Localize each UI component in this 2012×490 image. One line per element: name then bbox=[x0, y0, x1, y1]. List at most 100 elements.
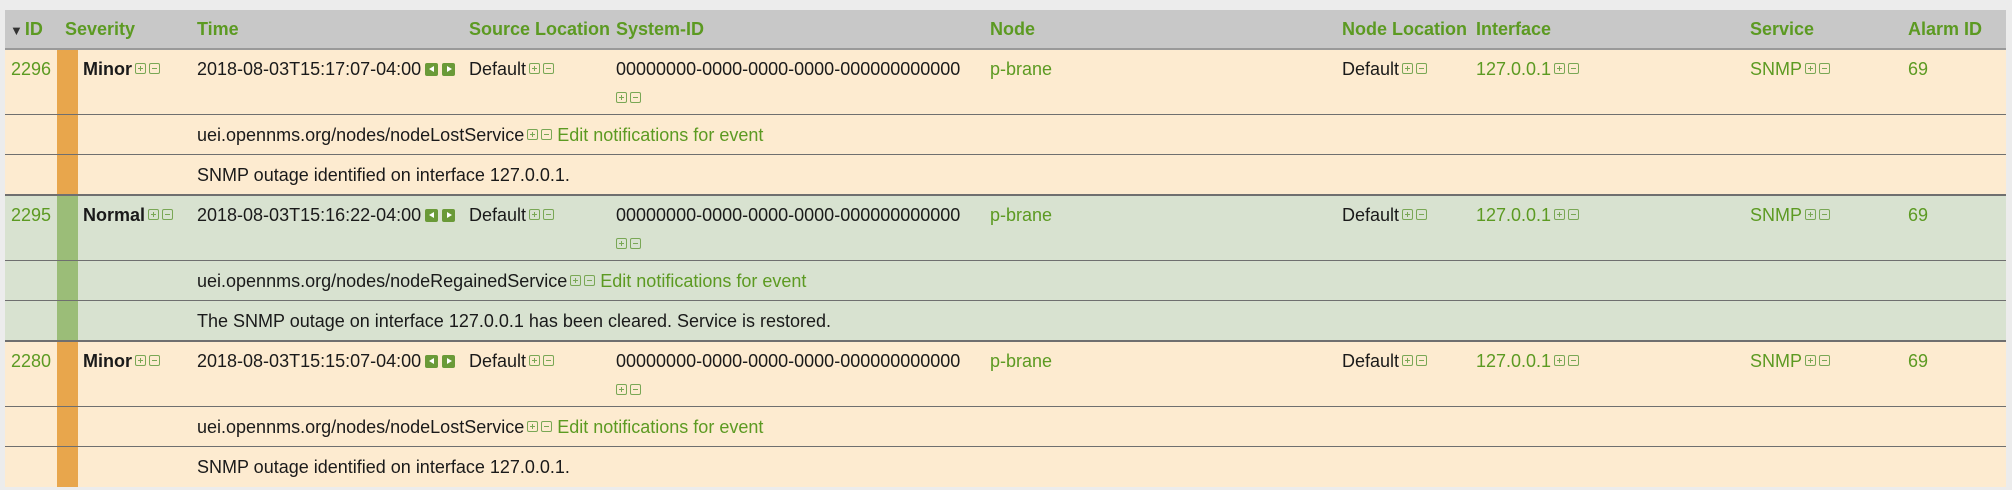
time-before-filter-icon[interactable] bbox=[425, 63, 439, 76]
node-link[interactable]: p-brane bbox=[990, 205, 1053, 225]
event-id-link[interactable]: 2295 bbox=[11, 205, 52, 225]
header-id-label: ID bbox=[24, 19, 43, 39]
include-filter-icon[interactable] bbox=[570, 275, 582, 286]
exclude-filter-icon[interactable] bbox=[162, 209, 174, 220]
time-after-filter-icon[interactable] bbox=[442, 63, 456, 76]
include-filter-icon[interactable] bbox=[135, 355, 146, 366]
include-filter-icon[interactable] bbox=[616, 384, 627, 395]
sort-by-source-location-header[interactable]: Source Location bbox=[469, 19, 611, 39]
exclude-filter-icon[interactable] bbox=[1416, 355, 1428, 366]
include-filter-icon[interactable] bbox=[135, 63, 146, 74]
exclude-filter-icon[interactable] bbox=[630, 238, 641, 249]
exclude-filter-icon[interactable] bbox=[1819, 355, 1831, 366]
include-filter-icon[interactable] bbox=[527, 421, 539, 432]
severity-value: Minor bbox=[83, 351, 132, 371]
time-before-filter-icon[interactable] bbox=[425, 355, 439, 368]
exclude-filter-icon[interactable] bbox=[1416, 63, 1428, 74]
include-filter-icon[interactable] bbox=[1554, 355, 1566, 366]
include-filter-icon[interactable] bbox=[1402, 209, 1414, 220]
interface-link[interactable]: 127.0.0.1 bbox=[1476, 205, 1552, 225]
event-summary-row: 2296 Minor 2018-08-03T15:17:07-04:00 Def… bbox=[5, 50, 2006, 115]
node-location-value: Default bbox=[1342, 351, 1400, 371]
sort-by-system-id-header[interactable]: System-ID bbox=[616, 19, 705, 39]
exclude-filter-icon[interactable] bbox=[1568, 63, 1580, 74]
include-filter-icon[interactable] bbox=[1402, 355, 1414, 366]
include-filter-icon[interactable] bbox=[527, 129, 539, 140]
system-id-value: 00000000-0000-0000-0000-000000000000 bbox=[616, 59, 961, 79]
include-filter-icon[interactable] bbox=[616, 238, 627, 249]
sort-by-node-header[interactable]: Node bbox=[990, 19, 1035, 39]
event-log-message-row: SNMP outage identified on interface 127.… bbox=[5, 447, 2006, 487]
event-summary-row: 2280 Minor 2018-08-03T15:15:07-04:00 Def… bbox=[5, 342, 2006, 407]
service-link[interactable]: SNMP bbox=[1750, 351, 1803, 371]
exclude-filter-icon[interactable] bbox=[541, 421, 553, 432]
event-time: 2018-08-03T15:17:07-04:00 bbox=[197, 59, 422, 79]
include-filter-icon[interactable] bbox=[616, 92, 627, 103]
time-after-filter-icon[interactable] bbox=[442, 355, 456, 368]
exclude-filter-icon[interactable] bbox=[543, 209, 555, 220]
event-id-link[interactable]: 2296 bbox=[11, 59, 52, 79]
edit-notifications-link[interactable]: Edit notifications for event bbox=[557, 125, 764, 145]
include-filter-icon[interactable] bbox=[529, 355, 541, 366]
event-uei-row: uei.opennms.org/nodes/nodeLostService Ed… bbox=[5, 115, 2006, 155]
system-id-value: 00000000-0000-0000-0000-000000000000 bbox=[616, 351, 961, 371]
include-filter-icon[interactable] bbox=[1554, 209, 1566, 220]
node-link[interactable]: p-brane bbox=[990, 59, 1053, 79]
exclude-filter-icon[interactable] bbox=[543, 355, 555, 366]
interface-link[interactable]: 127.0.0.1 bbox=[1476, 59, 1552, 79]
severity-color-bar bbox=[57, 50, 78, 196]
exclude-filter-icon[interactable] bbox=[1568, 209, 1580, 220]
include-filter-icon[interactable] bbox=[148, 209, 160, 220]
sort-by-interface-header[interactable]: Interface bbox=[1476, 19, 1552, 39]
alarm-id-link[interactable]: 69 bbox=[1908, 351, 1929, 371]
service-link[interactable]: SNMP bbox=[1750, 59, 1803, 79]
edit-notifications-link[interactable]: Edit notifications for event bbox=[600, 271, 807, 291]
alarm-id-link[interactable]: 69 bbox=[1908, 205, 1929, 225]
include-filter-icon[interactable] bbox=[529, 63, 541, 74]
service-link[interactable]: SNMP bbox=[1750, 205, 1803, 225]
sort-by-time-header[interactable]: Time bbox=[197, 19, 239, 39]
source-location-value: Default bbox=[469, 205, 527, 225]
exclude-filter-icon[interactable] bbox=[543, 63, 555, 74]
sort-by-id-header[interactable]: ▼ID bbox=[10, 10, 43, 48]
node-link[interactable]: p-brane bbox=[990, 351, 1053, 371]
exclude-filter-icon[interactable] bbox=[584, 275, 596, 286]
sort-by-node-location-header[interactable]: Node Location bbox=[1342, 19, 1467, 39]
event-uei-row: uei.opennms.org/nodes/nodeRegainedServic… bbox=[5, 261, 2006, 301]
sort-by-alarm-id-header[interactable]: Alarm ID bbox=[1908, 19, 1983, 39]
edit-notifications-link[interactable]: Edit notifications for event bbox=[557, 417, 764, 437]
exclude-filter-icon[interactable] bbox=[630, 384, 641, 395]
include-filter-icon[interactable] bbox=[1554, 63, 1566, 74]
exclude-filter-icon[interactable] bbox=[149, 355, 160, 366]
exclude-filter-icon[interactable] bbox=[1819, 63, 1831, 74]
log-message: The SNMP outage on interface 127.0.0.1 h… bbox=[197, 311, 832, 331]
exclude-filter-icon[interactable] bbox=[1416, 209, 1428, 220]
uei-value: uei.opennms.org/nodes/nodeLostService bbox=[197, 125, 525, 145]
include-filter-icon[interactable] bbox=[1805, 209, 1817, 220]
alarm-id-link[interactable]: 69 bbox=[1908, 59, 1929, 79]
event-uei-row: uei.opennms.org/nodes/nodeLostService Ed… bbox=[5, 407, 2006, 447]
node-location-value: Default bbox=[1342, 205, 1400, 225]
event-row: 2296 Minor 2018-08-03T15:17:07-04:00 Def… bbox=[5, 50, 2006, 196]
sort-by-severity-header[interactable]: Severity bbox=[65, 19, 136, 39]
exclude-filter-icon[interactable] bbox=[149, 63, 160, 74]
node-location-value: Default bbox=[1342, 59, 1400, 79]
include-filter-icon[interactable] bbox=[1402, 63, 1414, 74]
interface-link[interactable]: 127.0.0.1 bbox=[1476, 351, 1552, 371]
include-filter-icon[interactable] bbox=[1805, 355, 1817, 366]
exclude-filter-icon[interactable] bbox=[1568, 355, 1580, 366]
time-before-filter-icon[interactable] bbox=[425, 209, 439, 222]
log-message: SNMP outage identified on interface 127.… bbox=[197, 457, 570, 477]
include-filter-icon[interactable] bbox=[529, 209, 541, 220]
severity-value: Normal bbox=[83, 205, 146, 225]
include-filter-icon[interactable] bbox=[1805, 63, 1817, 74]
exclude-filter-icon[interactable] bbox=[541, 129, 553, 140]
event-id-link[interactable]: 2280 bbox=[11, 351, 52, 371]
event-log-message-row: SNMP outage identified on interface 127.… bbox=[5, 155, 2006, 196]
exclude-filter-icon[interactable] bbox=[630, 92, 641, 103]
severity-color-bar bbox=[57, 196, 78, 342]
exclude-filter-icon[interactable] bbox=[1819, 209, 1831, 220]
table-header: ▼ID Severity Time Source Location System… bbox=[5, 10, 2006, 50]
time-after-filter-icon[interactable] bbox=[442, 209, 456, 222]
sort-by-service-header[interactable]: Service bbox=[1750, 19, 1815, 39]
